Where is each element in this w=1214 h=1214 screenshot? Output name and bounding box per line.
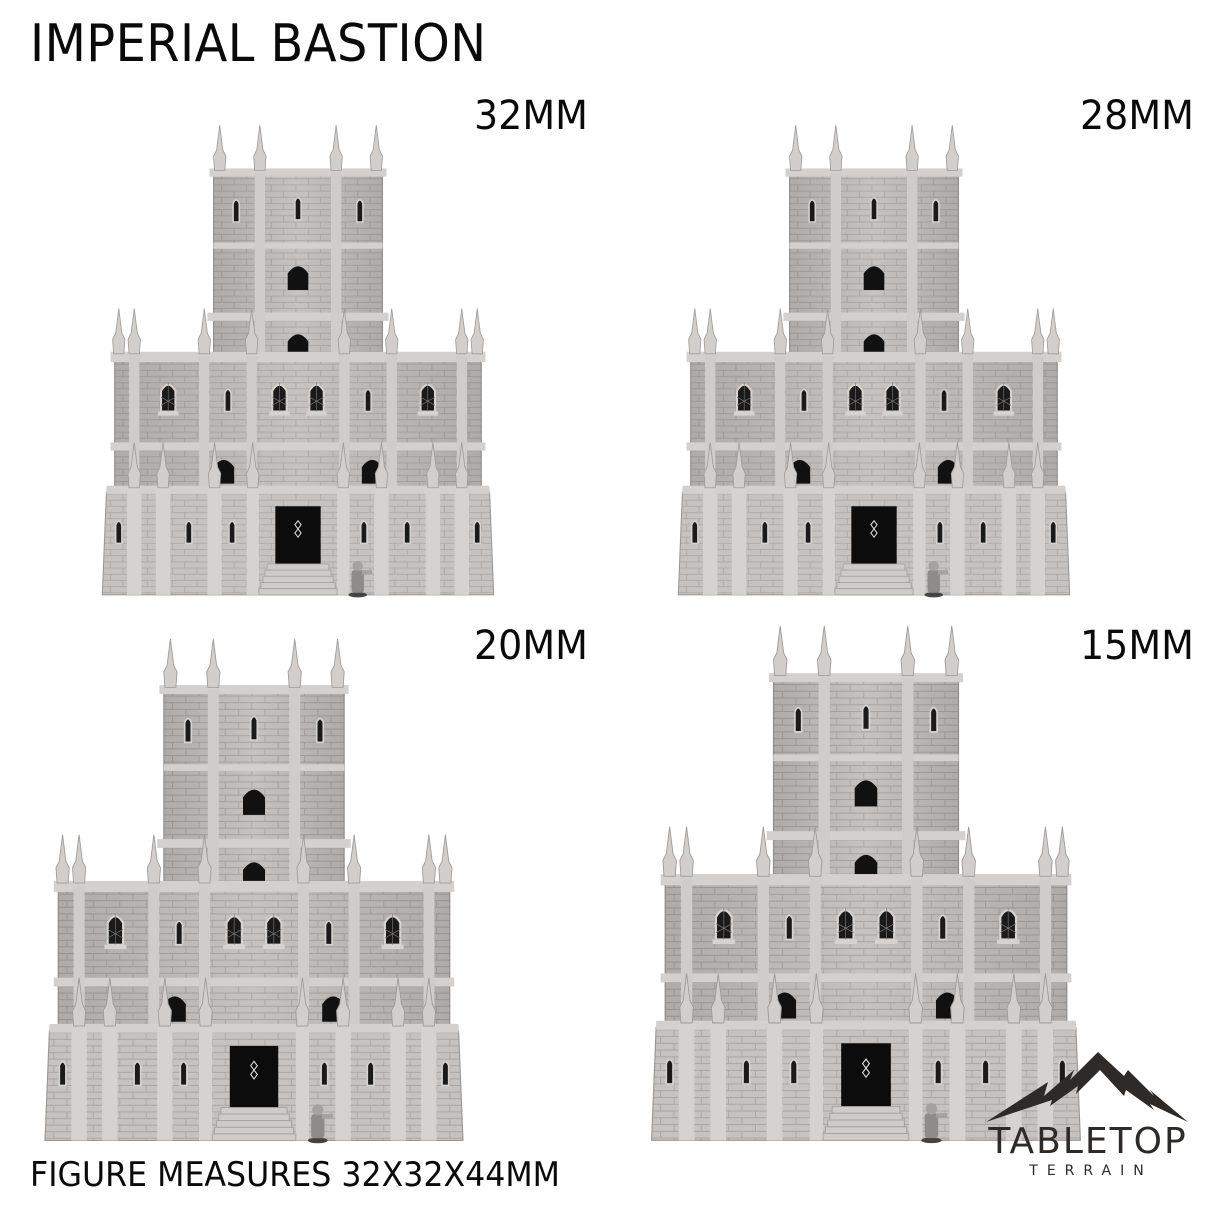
brand-name: TABLETOP bbox=[988, 1121, 1188, 1162]
castle-render-32mm bbox=[92, 80, 504, 600]
size-label-28mm: 28MM bbox=[1080, 93, 1194, 139]
size-label-20mm: 20MM bbox=[474, 623, 588, 669]
castle-render-28mm bbox=[668, 80, 1080, 600]
brand-subname: TERRAIN bbox=[1029, 1163, 1153, 1179]
size-label-32mm: 32MM bbox=[474, 93, 588, 139]
brand-logo: TABLETOP TERRAIN bbox=[978, 1046, 1198, 1186]
page-title: IMPERIAL BASTION bbox=[30, 14, 487, 74]
figure-measures-caption: FIGURE MEASURES 32X32X44MM bbox=[30, 1155, 560, 1195]
size-label-15mm: 15MM bbox=[1080, 623, 1194, 669]
castle-render-20mm bbox=[34, 600, 474, 1146]
mountain-logo-icon bbox=[986, 1052, 1188, 1122]
